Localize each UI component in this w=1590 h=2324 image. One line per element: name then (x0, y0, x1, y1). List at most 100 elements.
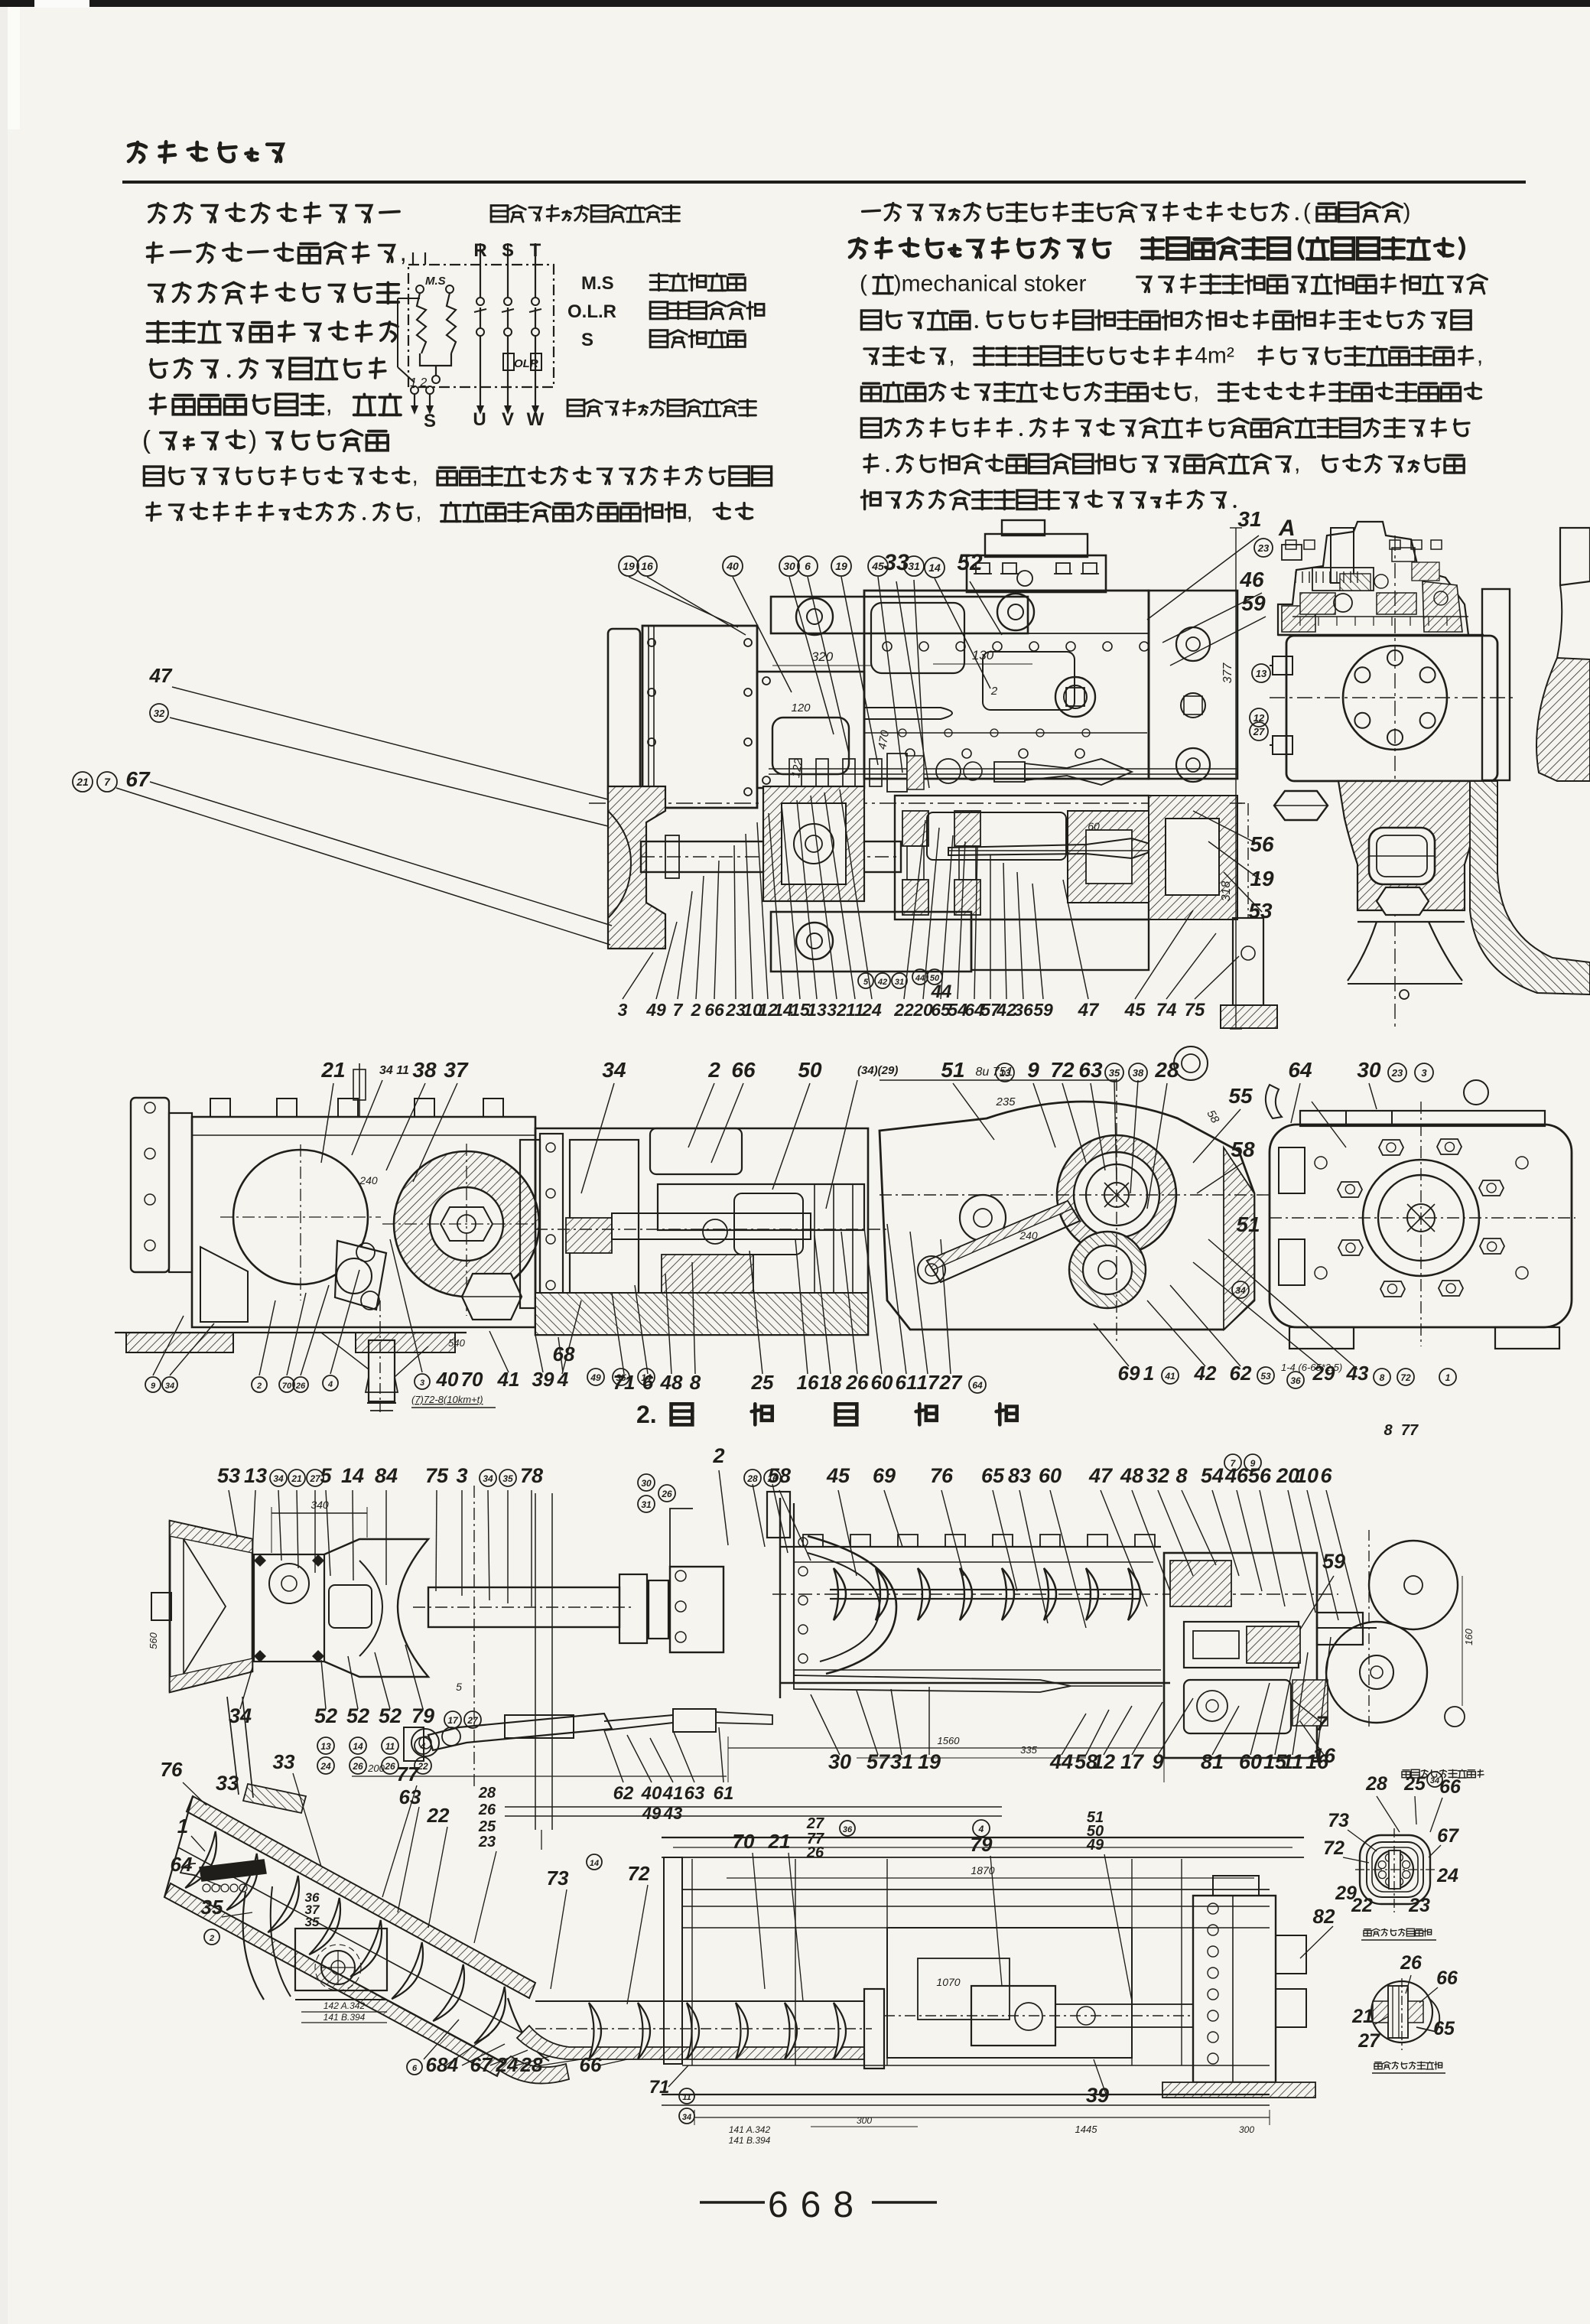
svg-text:83: 83 (1008, 1464, 1031, 1487)
svg-text:28: 28 (1365, 1773, 1387, 1795)
svg-text:22: 22 (893, 1000, 914, 1020)
svg-text:5: 5 (863, 978, 869, 987)
svg-text:77: 77 (397, 1763, 420, 1785)
svg-text:15: 15 (790, 1000, 811, 1020)
svg-text:27: 27 (939, 1371, 963, 1394)
svg-text:30: 30 (641, 1478, 652, 1489)
svg-text:50: 50 (930, 974, 940, 983)
svg-text:130: 130 (972, 648, 994, 662)
svg-text:65: 65 (981, 1464, 1005, 1487)
svg-text:3: 3 (456, 1464, 467, 1487)
svg-text:14: 14 (353, 1741, 363, 1752)
svg-text:2.: 2. (636, 1401, 657, 1428)
svg-text:10: 10 (743, 1000, 762, 1020)
svg-text:34: 34 (602, 1058, 626, 1082)
svg-text:8: 8 (690, 1371, 701, 1394)
svg-text:71: 71 (649, 2077, 670, 2098)
svg-text:20: 20 (1276, 1464, 1299, 1487)
svg-text:300: 300 (1239, 2124, 1254, 2135)
svg-text:24: 24 (496, 2053, 519, 2076)
svg-text:16: 16 (767, 1473, 778, 1484)
svg-text:77: 77 (807, 1831, 824, 1847)
svg-text:37: 37 (305, 1902, 320, 1917)
svg-text:22: 22 (1351, 1895, 1373, 1916)
svg-text:34: 34 (1235, 1285, 1246, 1296)
svg-text:53: 53 (217, 1464, 240, 1487)
svg-text:66: 66 (1439, 1776, 1462, 1798)
svg-text:V: V (502, 409, 514, 430)
svg-text:58: 58 (1204, 1108, 1221, 1126)
svg-text:26: 26 (384, 1761, 395, 1772)
svg-text:M.S: M.S (425, 275, 446, 288)
svg-text:16: 16 (1312, 1744, 1336, 1767)
svg-text:318: 318 (1220, 881, 1233, 902)
svg-text:69: 69 (873, 1464, 896, 1487)
svg-text:17: 17 (917, 1371, 940, 1394)
svg-text:1 2: 1 2 (410, 376, 427, 389)
svg-text:12: 12 (1092, 1750, 1115, 1773)
svg-text:41: 41 (1164, 1371, 1175, 1382)
svg-text:1445: 1445 (1075, 2124, 1098, 2135)
svg-text:14: 14 (590, 1859, 599, 1868)
svg-text:68: 68 (553, 1343, 575, 1365)
svg-text:8: 8 (1384, 1422, 1393, 1439)
svg-text:122: 122 (789, 757, 805, 779)
svg-text:1870: 1870 (971, 1864, 994, 1876)
svg-text:(: ( (142, 425, 151, 454)
svg-text:68: 68 (426, 2053, 448, 2076)
svg-text:470: 470 (876, 729, 892, 750)
svg-text:U: U (473, 409, 486, 430)
svg-text:21: 21 (291, 1473, 302, 1484)
svg-text:33: 33 (883, 550, 909, 575)
svg-text:65: 65 (931, 1000, 951, 1020)
svg-text:76: 76 (930, 1464, 954, 1487)
svg-text:7: 7 (1231, 1458, 1237, 1469)
svg-text:78: 78 (520, 1464, 543, 1487)
svg-text:32: 32 (1146, 1464, 1169, 1487)
svg-text:13: 13 (320, 1741, 331, 1752)
svg-text:4: 4 (327, 1380, 333, 1389)
svg-text:,: , (415, 500, 421, 525)
svg-text:34: 34 (483, 1473, 493, 1484)
svg-text:33: 33 (216, 1772, 239, 1795)
svg-text:76: 76 (161, 1758, 183, 1781)
svg-text:120: 120 (791, 701, 811, 714)
svg-text:1560: 1560 (938, 1735, 961, 1746)
svg-text:34: 34 (682, 2113, 691, 2122)
svg-text:31: 31 (1237, 507, 1261, 531)
svg-text:46: 46 (1224, 1464, 1249, 1487)
svg-text:7: 7 (1315, 1712, 1328, 1735)
svg-text:28: 28 (478, 1785, 496, 1802)
svg-text:10: 10 (1296, 1464, 1318, 1487)
svg-text:35: 35 (616, 1372, 626, 1383)
svg-text:59: 59 (1033, 1000, 1053, 1020)
svg-text:77: 77 (1401, 1422, 1419, 1439)
svg-text:64: 64 (1288, 1058, 1312, 1082)
svg-text:43: 43 (1346, 1362, 1369, 1385)
svg-text:240: 240 (1019, 1229, 1038, 1242)
svg-text:2: 2 (209, 1934, 214, 1943)
svg-text:54: 54 (1201, 1464, 1224, 1487)
svg-text:66: 66 (1436, 1968, 1458, 1989)
svg-text:57: 57 (980, 1000, 1001, 1020)
svg-text:31: 31 (641, 1499, 652, 1510)
svg-text:200: 200 (367, 1763, 385, 1774)
svg-text:62: 62 (1230, 1362, 1252, 1385)
svg-text:61: 61 (714, 1783, 734, 1804)
svg-text:48: 48 (660, 1371, 683, 1394)
svg-text:60: 60 (871, 1371, 893, 1394)
svg-text:72: 72 (628, 1862, 650, 1885)
svg-text:9: 9 (1027, 1058, 1039, 1082)
svg-text:668: 668 (768, 2185, 866, 2225)
svg-text:36: 36 (1290, 1375, 1301, 1386)
svg-text:M.S: M.S (581, 273, 614, 294)
svg-text:19: 19 (623, 560, 635, 572)
svg-text:65: 65 (1433, 2018, 1455, 2039)
svg-text:2: 2 (712, 1444, 724, 1467)
svg-text:22: 22 (417, 1761, 428, 1772)
svg-text:40: 40 (726, 560, 739, 572)
svg-text:79: 79 (971, 1833, 993, 1856)
svg-text:49: 49 (645, 1000, 666, 1020)
svg-text:38: 38 (1133, 1067, 1144, 1079)
svg-text:45: 45 (871, 560, 884, 572)
